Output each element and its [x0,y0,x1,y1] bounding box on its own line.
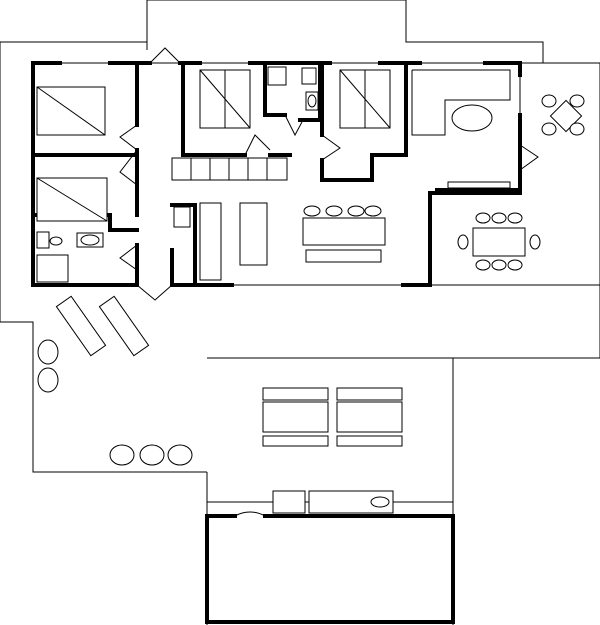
door-terrace [519,144,539,171]
terrace-boundary-right [453,62,600,359]
sink-2-basin [307,94,317,108]
door-bathroom-2 [284,114,303,137]
sun-lounger-2 [98,295,150,357]
dining-chair-bottom-1 [491,259,507,271]
lawn-lounger-bottom-0 [262,435,329,447]
sofa-1 [199,202,222,281]
chair-living-1 [325,205,343,217]
garage-door-swing [234,511,266,517]
garage-workbench [308,490,394,514]
wall-bedroom4-south [320,61,408,182]
sink-1-basin [80,234,100,246]
garage-cabinet [272,490,306,514]
wall-bedroom3-south [181,61,247,157]
chair-living-3 [364,205,382,217]
door-bedroom-4 [321,134,341,161]
wall-closet [170,203,197,287]
shower-2 [267,66,287,86]
garden-stool-1 [139,444,165,466]
dining-chair-top-1 [491,212,507,224]
terrace-chair-2 [541,122,557,136]
wall-south-right [401,191,522,287]
door-bedroom-1 [119,124,138,151]
door-bathroom-1 [119,244,138,271]
dining-table-living [302,217,386,246]
site-boundary-left [0,41,207,473]
bed-2-cover-line [36,177,108,222]
garden-stool-2 [167,444,193,466]
dining-chair-left [457,234,469,250]
dining-table [472,227,526,257]
lawn-lounger-bottom-1 [336,435,403,447]
chair-living-2 [347,205,365,217]
kitchen-island [451,104,493,132]
toilet-1 [36,231,50,249]
toilet-2 [301,67,317,85]
door-bedroom-3 [244,134,271,156]
dining-chair-top-2 [507,212,523,224]
door-entrance [136,284,173,301]
door-north [149,47,181,64]
terrace-chair-0 [541,94,557,108]
dining-chair-right [529,234,541,250]
sofa-2 [239,202,268,266]
lawn-lounger-top-0 [262,387,329,401]
lawn-lounger-bed-1 [336,401,403,433]
sun-lounger-1 [55,295,107,357]
garden-stool-0 [109,444,135,466]
lawn-lounger-top-1 [336,387,403,401]
chair-living-0 [303,205,321,217]
wall-bath2-left [263,61,287,117]
door-bedroom-2 [119,149,138,186]
shower-1 [36,254,69,283]
kitchen-range [447,181,511,189]
dining-chair-bottom-0 [475,259,491,271]
toilet-1-bowl [49,236,63,246]
cabinet [173,206,191,228]
bench [305,249,382,263]
stool-2 [37,367,59,393]
bed-1-cover-line [36,86,106,136]
dining-chair-bottom-2 [507,259,523,271]
stool-1 [37,339,59,365]
site-boundary-top [146,0,544,63]
lawn-lounger-bed-0 [262,401,329,433]
wall-east [435,113,522,192]
terrace-chair-3 [569,122,585,136]
garage-wall [205,514,455,624]
garage-sink [370,496,390,508]
terrace-chair-1 [569,94,585,108]
dining-chair-top-0 [475,212,491,224]
kitchen-counter [411,69,511,136]
